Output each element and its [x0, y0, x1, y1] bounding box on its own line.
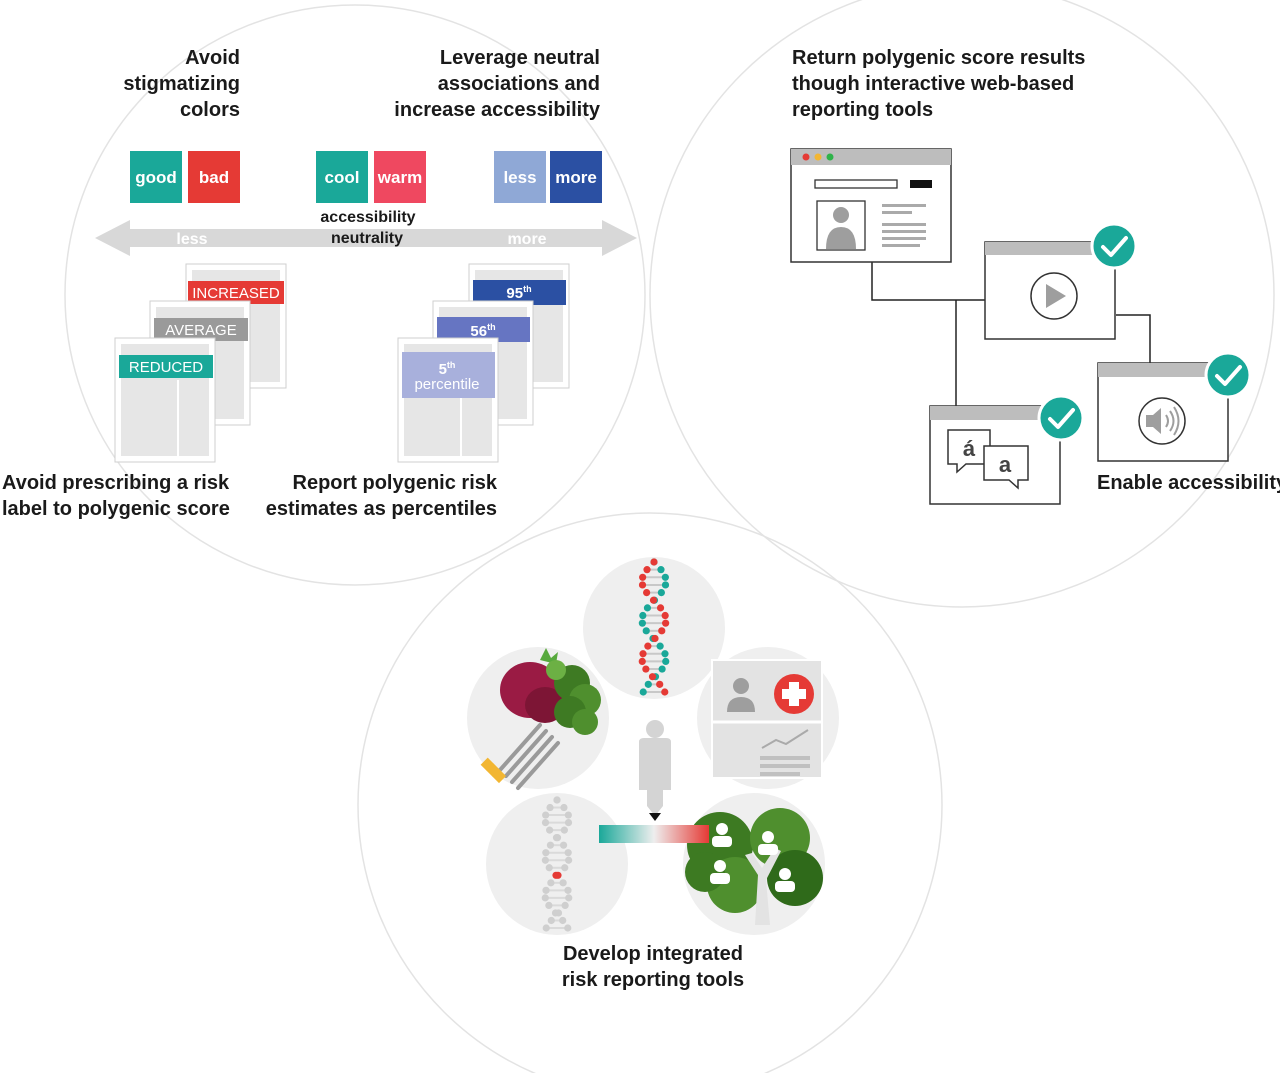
- video-window: [984, 241, 1116, 340]
- heading-integrated-line: Develop integrated: [563, 943, 743, 965]
- vegetables-icon: [480, 648, 601, 790]
- pointer-icon: [649, 813, 661, 821]
- circle-web-tools: [649, 0, 1275, 608]
- card-band-label: AVERAGE: [165, 322, 236, 339]
- percentile-suffix: percentile: [414, 376, 479, 393]
- accessibility-axis: less more accessibility neutrality: [95, 209, 637, 256]
- percentile-num: 5: [439, 361, 447, 378]
- axis-left-label: less: [176, 231, 207, 248]
- connector-lines: [871, 262, 1151, 406]
- axis-center-label: neutrality: [331, 230, 403, 247]
- percentile-label: 56th: [470, 322, 495, 340]
- medical-record-icon: [711, 659, 823, 779]
- percentile-sup: th: [523, 284, 532, 294]
- circle-integrated: [357, 512, 943, 1073]
- color-swatches: good bad cool warm less more: [130, 151, 602, 203]
- axis-center-label: accessibility: [320, 209, 415, 226]
- card-band-reduced: [119, 355, 213, 378]
- translation-icon: á a: [947, 429, 1029, 490]
- heading-avoid-colors-line: colors: [180, 99, 240, 121]
- percentile-sup: th: [487, 322, 496, 332]
- heading-neutral: Leverage neutral associations and increa…: [394, 47, 601, 121]
- family-tree-circle: [683, 793, 825, 935]
- percentile-num: 95: [506, 285, 523, 302]
- percentile-cards: 95th 56th 5th percentile: [397, 263, 570, 463]
- card-band-label: REDUCED: [129, 359, 203, 376]
- play-icon: [1046, 284, 1066, 308]
- heading-web-tools: Return polygenic score results though in…: [792, 47, 1085, 121]
- swatch-less: [494, 151, 546, 203]
- swatch-label: cool: [325, 168, 360, 187]
- heading-risk-label-line: label to polygenic score: [2, 498, 230, 520]
- dna-icon: [638, 558, 670, 696]
- heading-web-tools-line: though interactive web-based: [792, 73, 1074, 95]
- risk-gradient-bar: [599, 825, 709, 843]
- percentile-label: 5th: [439, 360, 456, 378]
- heading-percentiles-line: estimates as percentiles: [266, 498, 497, 520]
- circle-communication: [64, 4, 646, 586]
- percentile-sup: th: [447, 360, 456, 370]
- lang-glyph: a: [999, 452, 1012, 477]
- family-tree-icon: [685, 808, 823, 925]
- check-badges: [1037, 222, 1252, 442]
- heading-avoid-colors: Avoid stigmatizing colors: [123, 47, 240, 121]
- card-band-average: [154, 318, 248, 341]
- heading-avoid-colors-line: stigmatizing: [123, 73, 240, 95]
- browser-window-icon: [790, 148, 952, 263]
- heading-integrated: Develop integrated risk reporting tools: [562, 943, 744, 991]
- swatch-label: bad: [199, 168, 229, 187]
- heading-web-tools-line: Return polygenic score results: [792, 47, 1085, 69]
- dna-icon: [541, 796, 573, 932]
- swatch-label: more: [555, 168, 597, 187]
- heading-integrated-line: risk reporting tools: [562, 969, 744, 991]
- heading-web-tools-line: reporting tools: [792, 99, 933, 121]
- risk-label-cards: INCREASED AVERAGE REDUCED: [114, 263, 287, 463]
- heading-risk-label-line: Avoid prescribing a risk: [2, 472, 230, 494]
- swatch-label: good: [135, 168, 177, 187]
- dna-variant-circle: [486, 793, 628, 935]
- heading-neutral-line: increase accessibility: [394, 99, 601, 121]
- person-icon: [639, 720, 671, 816]
- heading-risk-label: Avoid prescribing a risk label to polyge…: [2, 472, 230, 520]
- heading-percentiles: Report polygenic risk estimates as perce…: [266, 472, 498, 520]
- card-band-label: INCREASED: [192, 285, 280, 302]
- swatch-more: [550, 151, 602, 203]
- speaker-icon: [1146, 406, 1180, 436]
- card-band-increased: [188, 281, 284, 304]
- vegetables-circle: [467, 647, 609, 790]
- swatch-label: warm: [377, 168, 422, 187]
- heading-neutral-line: associations and: [438, 73, 600, 95]
- heading-avoid-colors-line: Avoid: [185, 47, 240, 69]
- heading-percentiles-line: Report polygenic risk: [293, 472, 498, 494]
- card-band-5: [402, 352, 495, 398]
- percentile-num: 56: [470, 323, 487, 340]
- swatch-warm: [374, 151, 426, 203]
- swatch-label: less: [503, 168, 536, 187]
- axis-right-label: more: [507, 231, 546, 248]
- dna-circle: [583, 557, 725, 699]
- check-icon: [1037, 394, 1085, 442]
- lang-glyph: á: [963, 436, 976, 461]
- swatch-cool: [316, 151, 368, 203]
- swatch-good: [130, 151, 182, 203]
- percentile-label: 95th: [506, 284, 531, 302]
- swatch-bad: [188, 151, 240, 203]
- check-icon: [1090, 222, 1138, 270]
- check-icon: [1204, 351, 1252, 399]
- medical-record-circle: [697, 647, 839, 789]
- heading-neutral-line: Leverage neutral: [440, 47, 600, 69]
- heading-enable-accessibility: Enable accessibility: [1097, 472, 1280, 494]
- translation-window: á a: [929, 405, 1061, 505]
- double-arrow-icon: [95, 220, 637, 256]
